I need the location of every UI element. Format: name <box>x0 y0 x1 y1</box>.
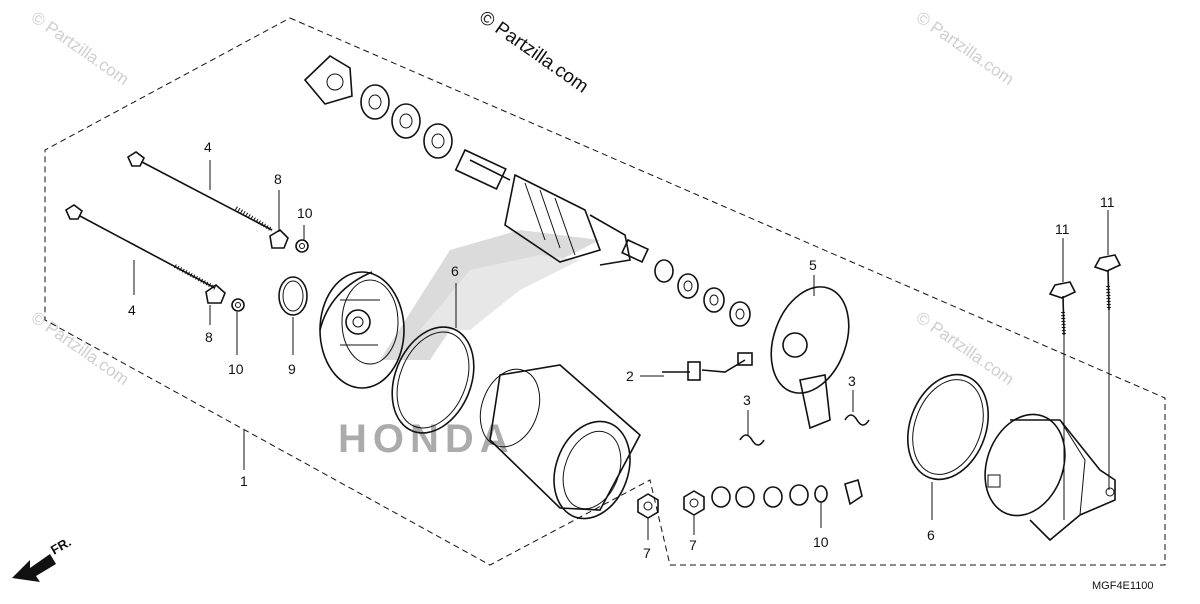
washer-8-upper <box>269 228 289 249</box>
callout-6-right: 6 <box>927 527 935 543</box>
shim-washer <box>360 84 390 120</box>
callout-8-lower: 8 <box>205 329 213 345</box>
callout-7-right: 7 <box>689 537 697 553</box>
bolt-11-left <box>1048 281 1077 336</box>
shim-washer <box>423 123 453 159</box>
callout-6-left: 6 <box>451 263 459 279</box>
bolt-4-upper <box>126 151 274 232</box>
callout-10-upper: 10 <box>297 205 313 221</box>
callout-7-left: 7 <box>643 545 651 561</box>
yoke-housing <box>479 364 642 520</box>
diagram-code: MGF4E1100 <box>1092 580 1154 592</box>
terminal-insulator <box>844 478 863 506</box>
watermark-layer: © Partzilla.com © Partzilla.com © Partzi… <box>28 8 1018 389</box>
leader-lines <box>133 160 1110 540</box>
assembly-outline <box>44 17 1166 566</box>
watermark-main: © Partzilla.com <box>475 7 592 98</box>
shim-washer <box>391 103 421 139</box>
o-ring-6-right <box>906 373 990 481</box>
shim-washer <box>729 301 751 327</box>
shim-washer <box>654 259 674 283</box>
brush-spring-3-right <box>844 414 870 426</box>
washer-8-lower <box>205 283 226 304</box>
callout-10-right: 10 <box>813 534 829 550</box>
callout-2: 2 <box>626 368 634 384</box>
callout-11-left: 11 <box>1055 221 1070 237</box>
callout-8-upper: 8 <box>274 171 282 187</box>
o-ring-10-small <box>814 485 828 503</box>
front-direction-arrow: FR. <box>12 534 74 582</box>
insulator-washer <box>763 486 783 508</box>
washer-10-upper <box>295 239 309 253</box>
bolt-4-lower <box>64 204 216 290</box>
rear-cover <box>984 413 1116 542</box>
callout-11-right: 11 <box>1100 194 1115 210</box>
callout-9: 9 <box>288 361 296 377</box>
washer-10-lower <box>231 298 245 312</box>
callout-3-right: 3 <box>848 373 856 389</box>
callout-4-lower: 4 <box>128 302 136 318</box>
brush-holder-5 <box>770 286 850 430</box>
shim-washer <box>677 273 699 299</box>
end-plate <box>303 54 353 105</box>
callout-5: 5 <box>809 257 817 273</box>
watermark-text: © Partzilla.com <box>28 8 133 89</box>
armature <box>454 148 650 266</box>
shim-washer <box>703 287 725 313</box>
nut-7-right <box>683 490 705 516</box>
front-cover <box>319 271 405 389</box>
callouts: 4 4 8 10 8 10 9 6 1 2 5 3 3 6 7 7 10 11 … <box>128 139 1115 561</box>
callout-1: 1 <box>240 473 248 489</box>
honda-text: HONDA <box>338 417 515 461</box>
nut-7-left <box>637 493 659 519</box>
callout-3-left: 3 <box>743 392 751 408</box>
insulator-washer <box>735 486 755 508</box>
watermark-text: © Partzilla.com <box>28 308 133 389</box>
o-ring-9 <box>278 276 308 316</box>
insulator-washer <box>711 486 731 508</box>
front-arrow-label: FR. <box>48 534 74 557</box>
callout-4-upper: 4 <box>204 139 212 155</box>
watermark-text: © Partzilla.com <box>913 8 1018 89</box>
bolt-11-right <box>1093 254 1122 311</box>
callout-10-lower: 10 <box>228 361 244 377</box>
watermark-text: © Partzilla.com <box>913 308 1018 389</box>
terminal-bolt-2 <box>662 352 753 381</box>
brush-spring-3-left <box>739 434 765 446</box>
insulator-washer <box>789 484 809 506</box>
o-ring-6-left <box>391 326 475 434</box>
